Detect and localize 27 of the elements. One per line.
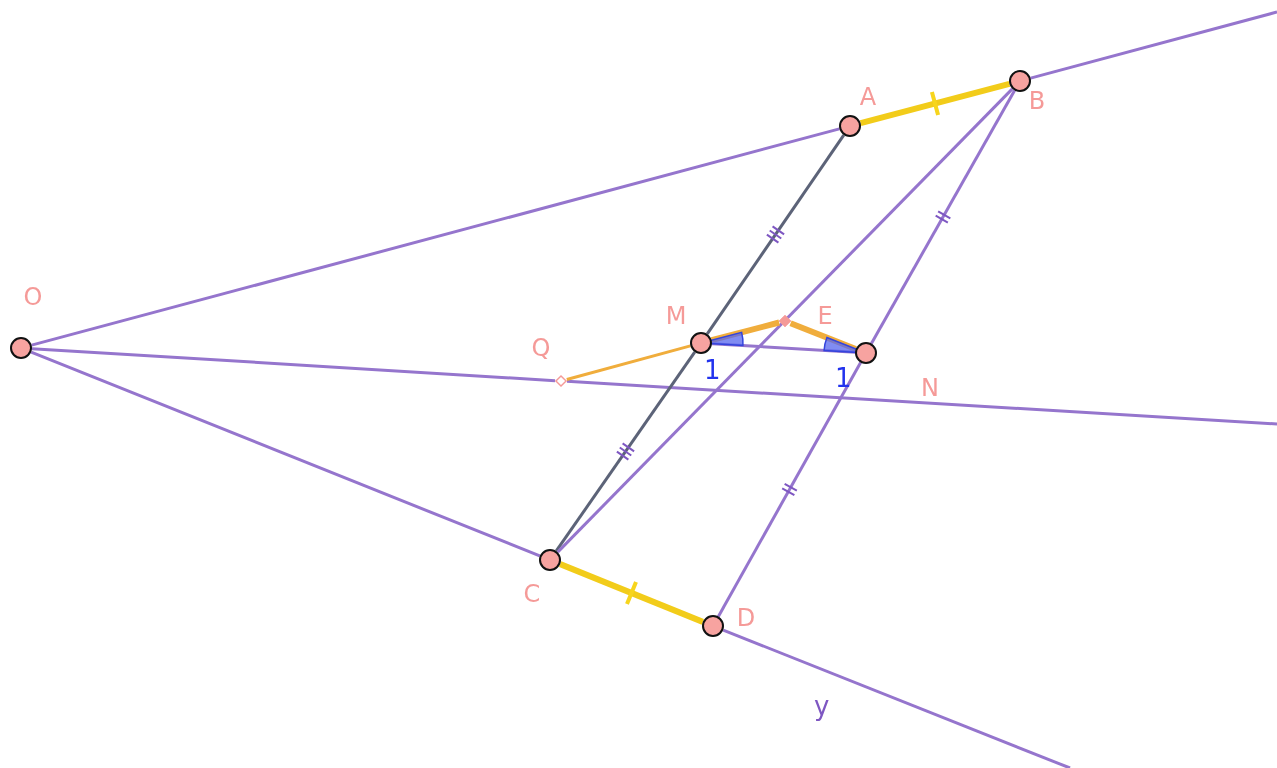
- ray: [1030, 10, 1277, 80]
- point-label: O: [22, 283, 44, 311]
- point-label: E: [816, 302, 834, 330]
- point-label: B: [1027, 87, 1047, 115]
- line-segment: [706, 134, 845, 335]
- ray: [566, 379, 1277, 426]
- line-segment: [31, 347, 556, 383]
- ray: [722, 628, 1071, 768]
- point-label: M: [664, 302, 688, 330]
- line-segment: [859, 80, 1011, 127]
- line-segment: [566, 344, 691, 381]
- point-label: D: [735, 604, 757, 632]
- point-label: N: [920, 374, 940, 402]
- line-segment: [31, 127, 840, 347]
- point-label: A: [858, 83, 878, 111]
- line-label: y: [814, 691, 830, 721]
- line-segment: [555, 351, 696, 552]
- line-segment: [870, 89, 1016, 345]
- line-segment: [30, 350, 541, 558]
- angle-label: 1: [704, 355, 721, 385]
- point-label: Q: [530, 334, 552, 362]
- line-segment: [559, 561, 704, 625]
- line-segment: [711, 342, 856, 354]
- line-segment: [556, 87, 1014, 554]
- angle-label: 1: [835, 363, 852, 393]
- line-segment: [717, 361, 862, 618]
- point-label: C: [522, 580, 542, 608]
